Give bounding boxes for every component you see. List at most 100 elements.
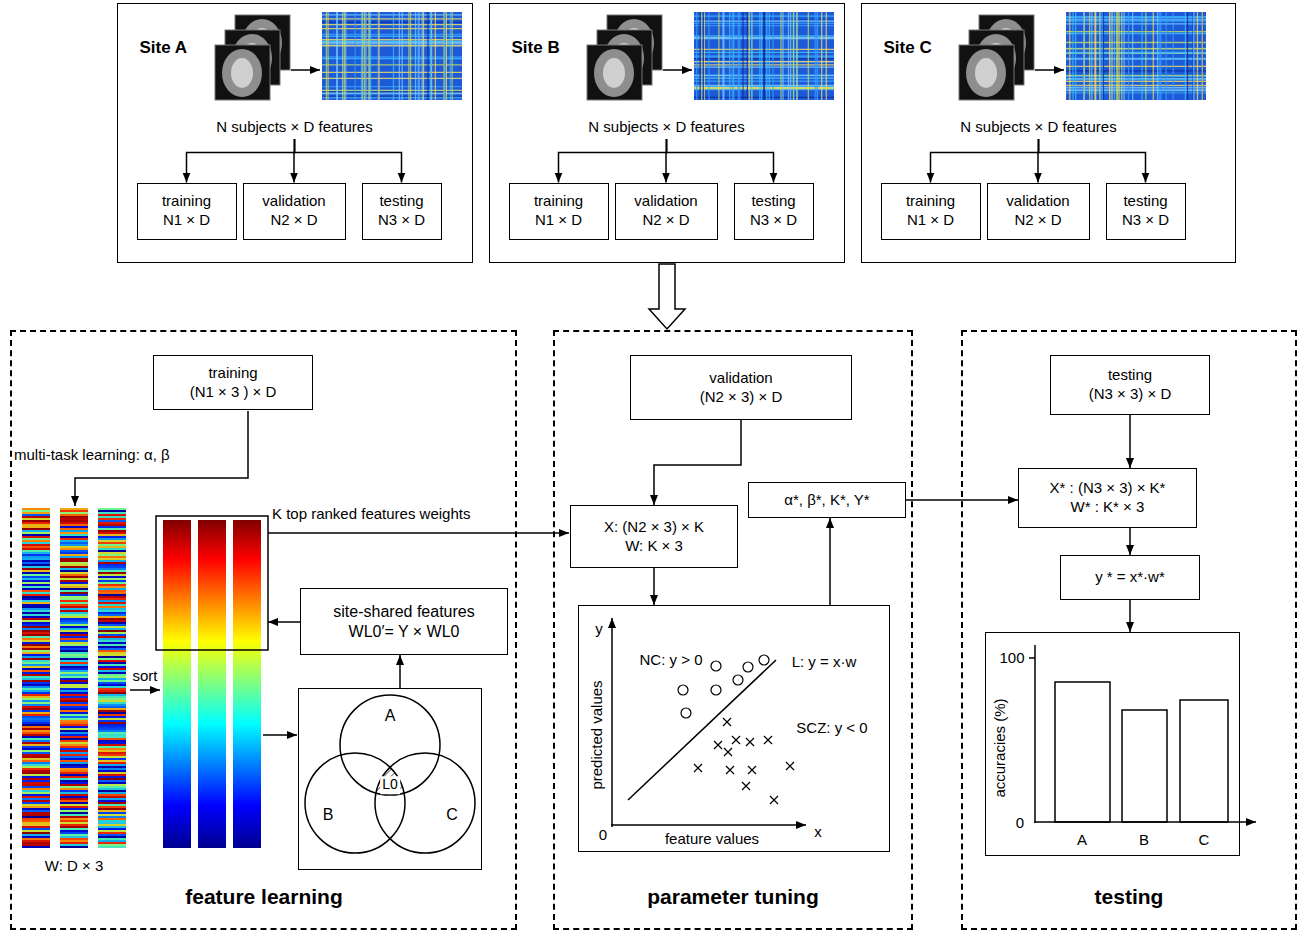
matrix-stripe — [1123, 12, 1124, 100]
matrix-stripe — [418, 12, 419, 100]
weight-stripe — [22, 752, 50, 754]
weight-stripe — [60, 774, 88, 776]
matrix-stripe — [772, 12, 773, 100]
weight-stripe — [98, 682, 126, 684]
matrix-ground — [1066, 12, 1206, 100]
weight-stripe — [22, 846, 50, 848]
venn-box: ABCL0 — [298, 688, 482, 870]
weight-stripe — [98, 674, 126, 676]
weight-stripe — [22, 782, 50, 784]
site-panel: trainingN1 × DvalidationN2 × DtestingN3 … — [489, 3, 845, 263]
weight-stripe — [98, 828, 126, 830]
weight-stripe — [22, 604, 50, 606]
weight-stripe — [22, 632, 50, 634]
weight-stripe — [22, 572, 50, 574]
weight-stripe — [60, 728, 88, 730]
weight-stripe — [22, 520, 50, 522]
matrix-stripe — [722, 12, 723, 100]
weight-stripe — [22, 704, 50, 706]
weight-stripe — [22, 768, 50, 770]
weight-stripe — [22, 734, 50, 736]
weight-stripe — [60, 744, 88, 746]
scatter-plot: ypredicted values0feature valuesxNC: y >… — [578, 605, 890, 852]
sorted-bar — [233, 520, 261, 848]
slice-frame — [215, 45, 270, 100]
weight-stripe — [22, 624, 50, 626]
weight-stripe — [22, 620, 50, 622]
weight-stripe — [60, 670, 88, 672]
weight-stripe — [60, 528, 88, 530]
weight-stripe — [60, 646, 88, 648]
weight-stripe — [60, 614, 88, 616]
weight-stripe — [22, 652, 50, 654]
matrix-stripe — [431, 12, 432, 100]
weight-stripe — [60, 716, 88, 718]
weight-stripe — [60, 746, 88, 748]
weight-stripe — [22, 774, 50, 776]
matrix-stripe — [444, 12, 445, 100]
weight-stripe — [22, 534, 50, 536]
weight-stripe — [98, 582, 126, 584]
matrix-size: N subjects × D features — [588, 117, 744, 136]
weight-stripe — [98, 526, 126, 528]
weight-stripe — [22, 678, 50, 680]
weight-stripe — [60, 586, 88, 588]
class-label: SCZ: y < 0 — [796, 719, 867, 738]
weight-stripe — [60, 748, 88, 750]
weight-stripe — [60, 800, 88, 802]
accuracy-chart — [1029, 645, 1256, 823]
weight-stripe — [22, 824, 50, 826]
weight-stripe — [22, 568, 50, 570]
matrix-stripe — [1202, 12, 1203, 100]
weight-stripe — [60, 820, 88, 822]
matrix-stripe — [408, 12, 409, 100]
weight-stripe — [98, 704, 126, 706]
weight-stripe — [98, 578, 126, 580]
weight-stripe — [60, 802, 88, 804]
weight-stripe — [98, 636, 126, 638]
box-detail: N1 × D — [535, 211, 582, 230]
weight-stripe — [60, 594, 88, 596]
weight-stripe — [22, 542, 50, 544]
weight-stripe — [98, 844, 126, 846]
box-title: y * = x*·w* — [1095, 568, 1165, 587]
weight-stripe — [22, 822, 50, 824]
weight-stripe — [22, 628, 50, 630]
weight-stripe — [60, 762, 88, 764]
weight-stripe — [98, 670, 126, 672]
weight-stripe — [60, 638, 88, 640]
weight-stripe — [22, 708, 50, 710]
weight-stripe — [98, 650, 126, 652]
weight-stripe — [60, 764, 88, 766]
weight-stripe — [98, 766, 126, 768]
weight-stripe — [98, 584, 126, 586]
matrix-stripe — [1157, 12, 1158, 100]
matrix-stripe — [1193, 12, 1194, 100]
weight-stripe — [22, 646, 50, 648]
weight-stripe — [98, 510, 126, 512]
weight-stripe — [22, 780, 50, 782]
matrix-stripe — [393, 12, 394, 100]
weight-stripe — [22, 582, 50, 584]
bar-label: C — [1199, 831, 1210, 850]
weight-stripe — [60, 846, 88, 848]
weight-stripe — [98, 574, 126, 576]
weight-stripe — [60, 686, 88, 688]
matrix-ground — [322, 12, 462, 100]
weight-stripe — [22, 670, 50, 672]
box-detail: N1 × D — [163, 211, 210, 230]
weight-stripe — [22, 610, 50, 612]
nc-point — [733, 675, 743, 685]
weight-stripe — [22, 740, 50, 742]
weight-stripe — [22, 830, 50, 832]
weight-stripe — [22, 618, 50, 620]
weight-stripe — [60, 770, 88, 772]
scz-point — [764, 736, 772, 744]
weight-stripe — [60, 530, 88, 532]
weight-stripe — [22, 720, 50, 722]
weight-stripe — [98, 720, 126, 722]
weight-stripe — [22, 762, 50, 764]
weight-stripe — [98, 550, 126, 552]
scz-point — [746, 738, 754, 746]
